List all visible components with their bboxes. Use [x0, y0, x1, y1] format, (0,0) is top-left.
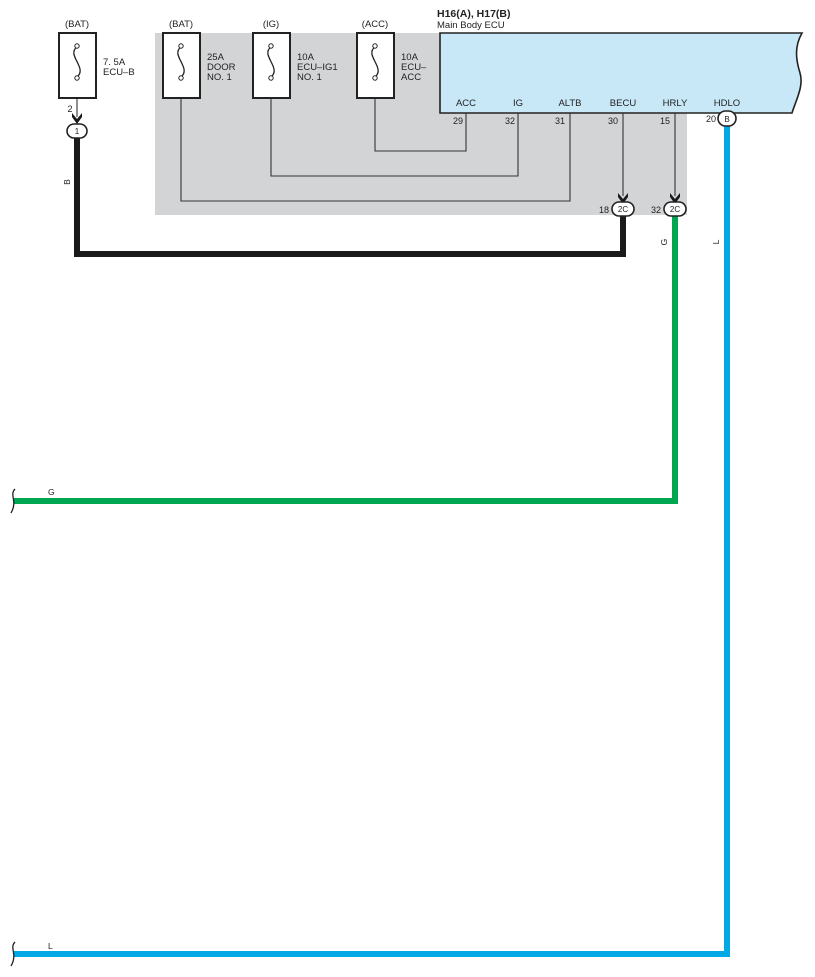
ecu-terminal-acc: ACC 29 — [453, 98, 476, 126]
fuse-box — [356, 32, 395, 99]
fuse-symbol — [177, 46, 185, 78]
ecu-terminal-becu: BECU 30 — [608, 98, 636, 126]
arrow-ecub — [72, 113, 82, 124]
connector-1-oval — [66, 123, 88, 139]
terminal-pin: 29 — [453, 116, 463, 126]
terminal-pin: 30 — [608, 116, 618, 126]
junction-oval — [611, 201, 635, 217]
wire-altb — [180, 91, 571, 202]
wire-blue — [14, 126, 730, 957]
connector-1-label: 1 — [75, 127, 80, 136]
connector-b-oval — [717, 110, 737, 127]
wire-label-blue-vertical: L — [711, 239, 721, 244]
fuse-ecu-acc: (ACC) 10A ECU– ACC — [356, 19, 427, 99]
junction-pin: 32 — [651, 205, 661, 215]
terminal-label: HDLO — [714, 98, 740, 109]
junction-oval — [663, 201, 687, 217]
junction-pin: 18 — [599, 205, 609, 215]
wire-label-blue-horizontal: L — [48, 941, 53, 951]
fuse-box — [252, 32, 291, 99]
junction-connector-32: 32 2C — [651, 201, 687, 217]
fuse-name-line1: DOOR — [207, 62, 236, 73]
terminal-pin: 31 — [555, 116, 565, 126]
junction-label: 2C — [670, 205, 680, 214]
terminal-label: IG — [513, 98, 523, 109]
fuse-name-line2: ACC — [401, 72, 421, 83]
fuse-ecu-ig1-no1: (IG) 10A ECU–IG1 NO. 1 — [252, 19, 338, 99]
terminal-pin: 32 — [505, 116, 515, 126]
wire-label-green-vertical: G — [659, 239, 669, 246]
terminal-pin: 15 — [660, 116, 670, 126]
wire-black — [74, 138, 626, 257]
wire-break-marks — [10, 488, 16, 967]
fuse-terminal-bottom — [372, 75, 378, 81]
fuse-symbol — [73, 46, 81, 78]
terminal-pin: 20 — [706, 114, 716, 124]
wire-label-green-horizontal: G — [48, 487, 55, 497]
fuse-rating: 10A — [297, 52, 315, 63]
fuse-terminal-bottom — [178, 75, 184, 81]
fuse-name: ECU–B — [103, 67, 135, 78]
wire-acc — [374, 91, 467, 152]
fuse-ecu-b: (BAT) 7. 5A ECU–B 2 1 — [58, 19, 135, 139]
fuse-box — [162, 32, 201, 99]
break-mark-blue — [10, 941, 16, 967]
wire-label-black: B — [62, 179, 72, 185]
fuse-source-label: (BAT) — [65, 19, 89, 30]
fuse-box — [58, 32, 97, 99]
terminal-label: BECU — [610, 98, 637, 109]
fuse-door-no1: (BAT) 25A DOOR NO. 1 — [162, 19, 236, 99]
fuse-pin: 2 — [67, 104, 72, 114]
fuse-name-line2: NO. 1 — [297, 72, 322, 83]
wire-green — [14, 215, 678, 504]
terminal-label: ACC — [456, 98, 476, 109]
fuse-terminal-top — [178, 43, 184, 49]
ecu-terminal-hrly: HRLY 15 — [660, 98, 688, 126]
fuse-terminal-bottom — [268, 75, 274, 81]
fuse-terminal-top — [268, 43, 274, 49]
ecu-name: Main Body ECU — [437, 20, 505, 31]
terminal-label: ALTB — [558, 98, 581, 109]
terminal-label: HRLY — [663, 98, 688, 109]
fuse-source-label: (ACC) — [362, 19, 388, 30]
internal-wires — [76, 88, 676, 202]
fuse-rating: 10A — [401, 52, 419, 63]
fuse-symbol — [371, 46, 379, 78]
ecu-terminal-hdlo: HDLO 20 — [706, 98, 740, 124]
junction-connector-18: 18 2C — [599, 201, 635, 217]
fuse-terminal-top — [372, 43, 378, 49]
fuse-name-line1: ECU–IG1 — [297, 62, 338, 73]
fuse-source-label: (BAT) — [169, 19, 193, 30]
ecu-terminal-altb: ALTB 31 — [555, 98, 582, 126]
fuse-name-line1: ECU– — [401, 62, 427, 73]
wire-ig — [270, 91, 519, 177]
fuse-rating: 7. 5A — [103, 57, 126, 68]
fuse-name-line2: NO. 1 — [207, 72, 232, 83]
fuse-symbol — [267, 46, 275, 78]
main-body-ecu-box — [439, 32, 804, 114]
hdlo-connector-b: B — [717, 110, 737, 127]
fuse-rating: 25A — [207, 52, 225, 63]
ecu-terminal-ig: IG 32 — [505, 98, 523, 126]
thick-wires — [14, 126, 730, 957]
ecu-connector-title: H16(A), H17(B) — [437, 8, 511, 20]
fuse-terminal-bottom — [74, 75, 80, 81]
connector-b-label: B — [724, 115, 729, 124]
junction-label: 2C — [618, 205, 628, 214]
fuse-source-label: (IG) — [263, 19, 279, 30]
break-mark-green — [10, 488, 16, 514]
fuse-terminal-top — [74, 43, 80, 49]
